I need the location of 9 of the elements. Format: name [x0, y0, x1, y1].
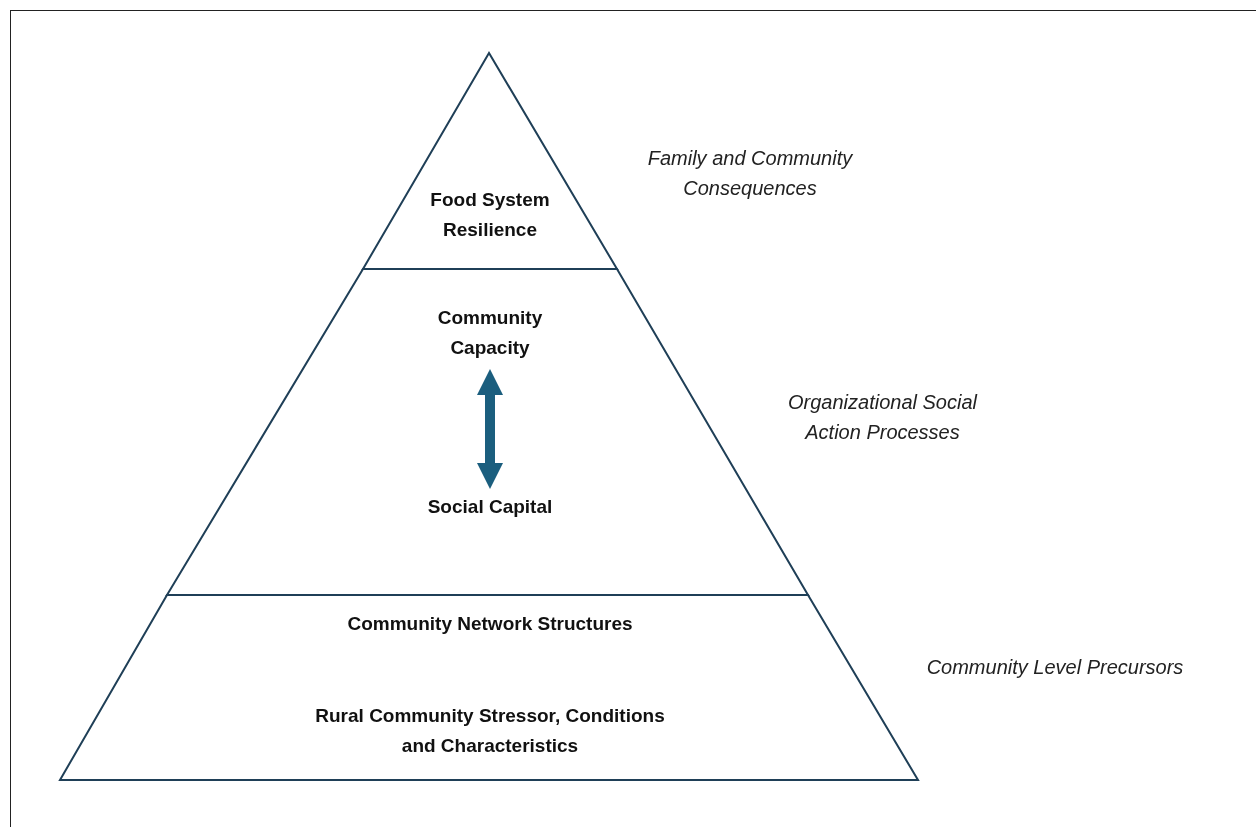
band-label: Community Network Structures: [346, 612, 634, 636]
level-caption: Organizational Social Action Processes: [787, 390, 979, 445]
level-caption: Family and Community Consequences: [646, 146, 854, 201]
node-label: Social Capital: [405, 492, 575, 522]
band-label: Rural Community Stressor, Conditions and Characteristics: [315, 704, 665, 758]
band-label: Food System Resilience: [429, 188, 551, 242]
level-caption: Community Level Precursors: [925, 655, 1185, 680]
node-label: Community Capacity: [415, 302, 565, 364]
double-arrow: [477, 369, 503, 489]
